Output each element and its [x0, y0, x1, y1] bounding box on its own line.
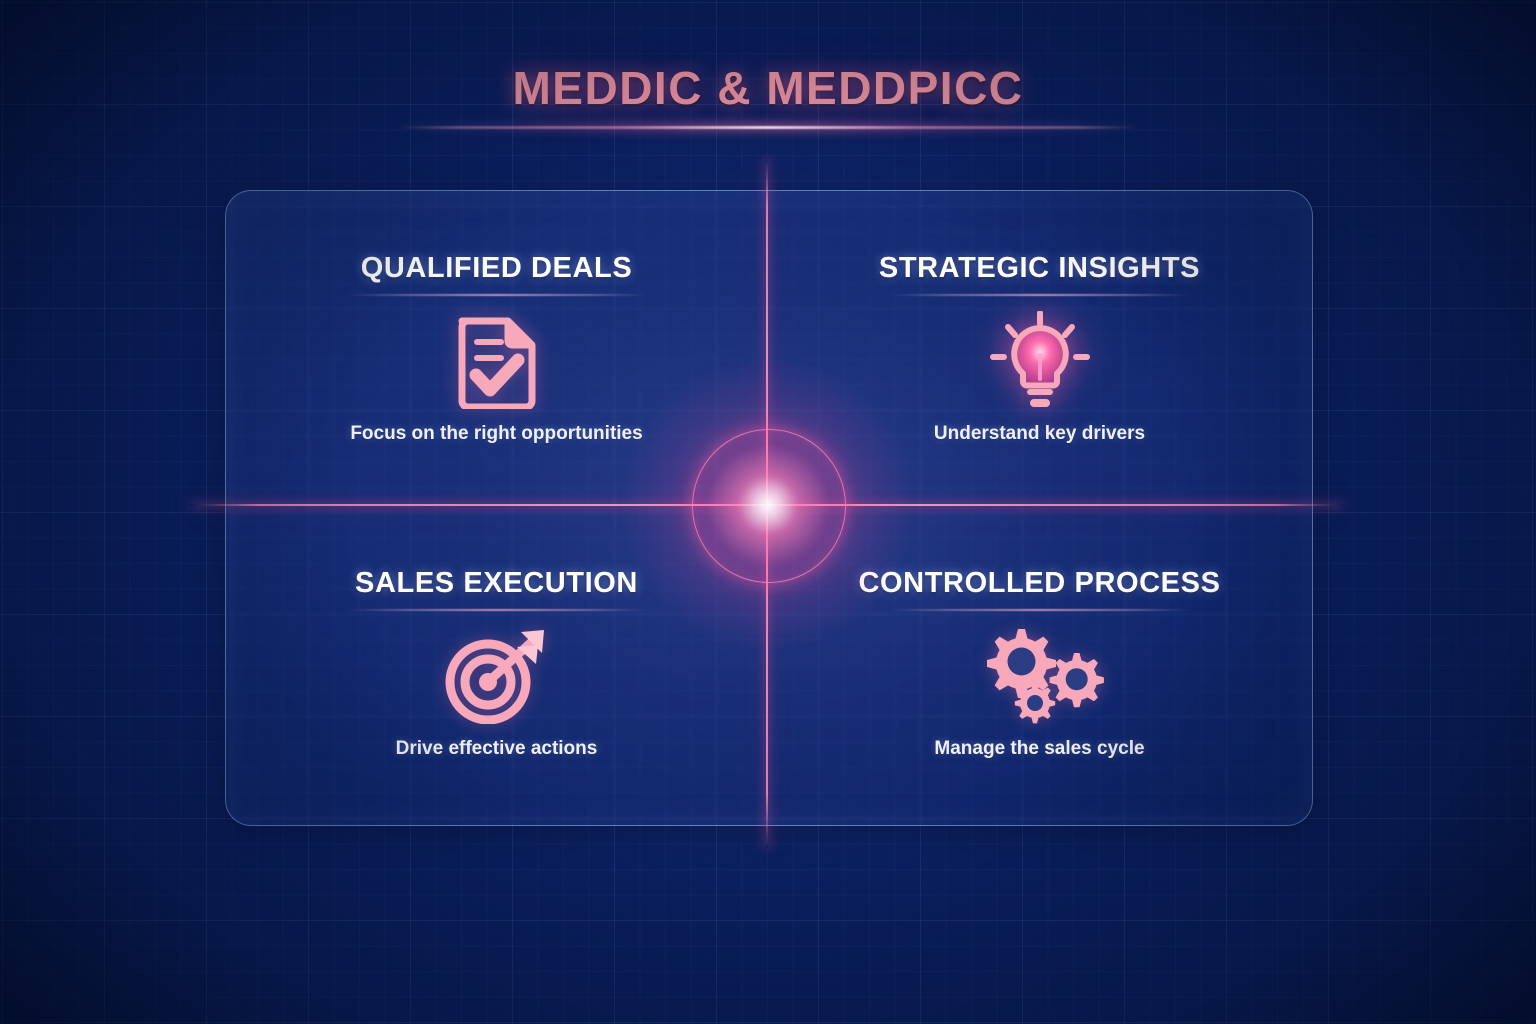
quadrant-heading: QUALIFIED DEALS [360, 252, 633, 284]
heading-underline [889, 294, 1190, 296]
title-underline [400, 126, 1136, 129]
center-ring [692, 429, 846, 583]
checklist-document-icon [454, 313, 540, 409]
gears-icon [976, 628, 1104, 724]
quadrant-caption: Drive effective actions [395, 738, 598, 759]
page-title: MEDDIC & MEDDPICC [512, 62, 1024, 114]
target-arrow-icon [443, 628, 551, 724]
heading-underline [889, 609, 1190, 611]
heading-underline [346, 609, 647, 611]
quadrant-heading: CONTROLLED PROCESS [858, 567, 1221, 599]
lightbulb-icon [988, 311, 1092, 409]
quadrant-caption: Focus on the right opportunities [350, 423, 643, 444]
quadrant-heading: STRATEGIC INSIGHTS [878, 252, 1201, 284]
quadrant-heading: SALES EXECUTION [355, 567, 638, 599]
heading-underline [346, 294, 647, 296]
quadrant-caption: Manage the sales cycle [934, 738, 1145, 759]
quadrant-caption: Understand key drivers [933, 423, 1146, 444]
